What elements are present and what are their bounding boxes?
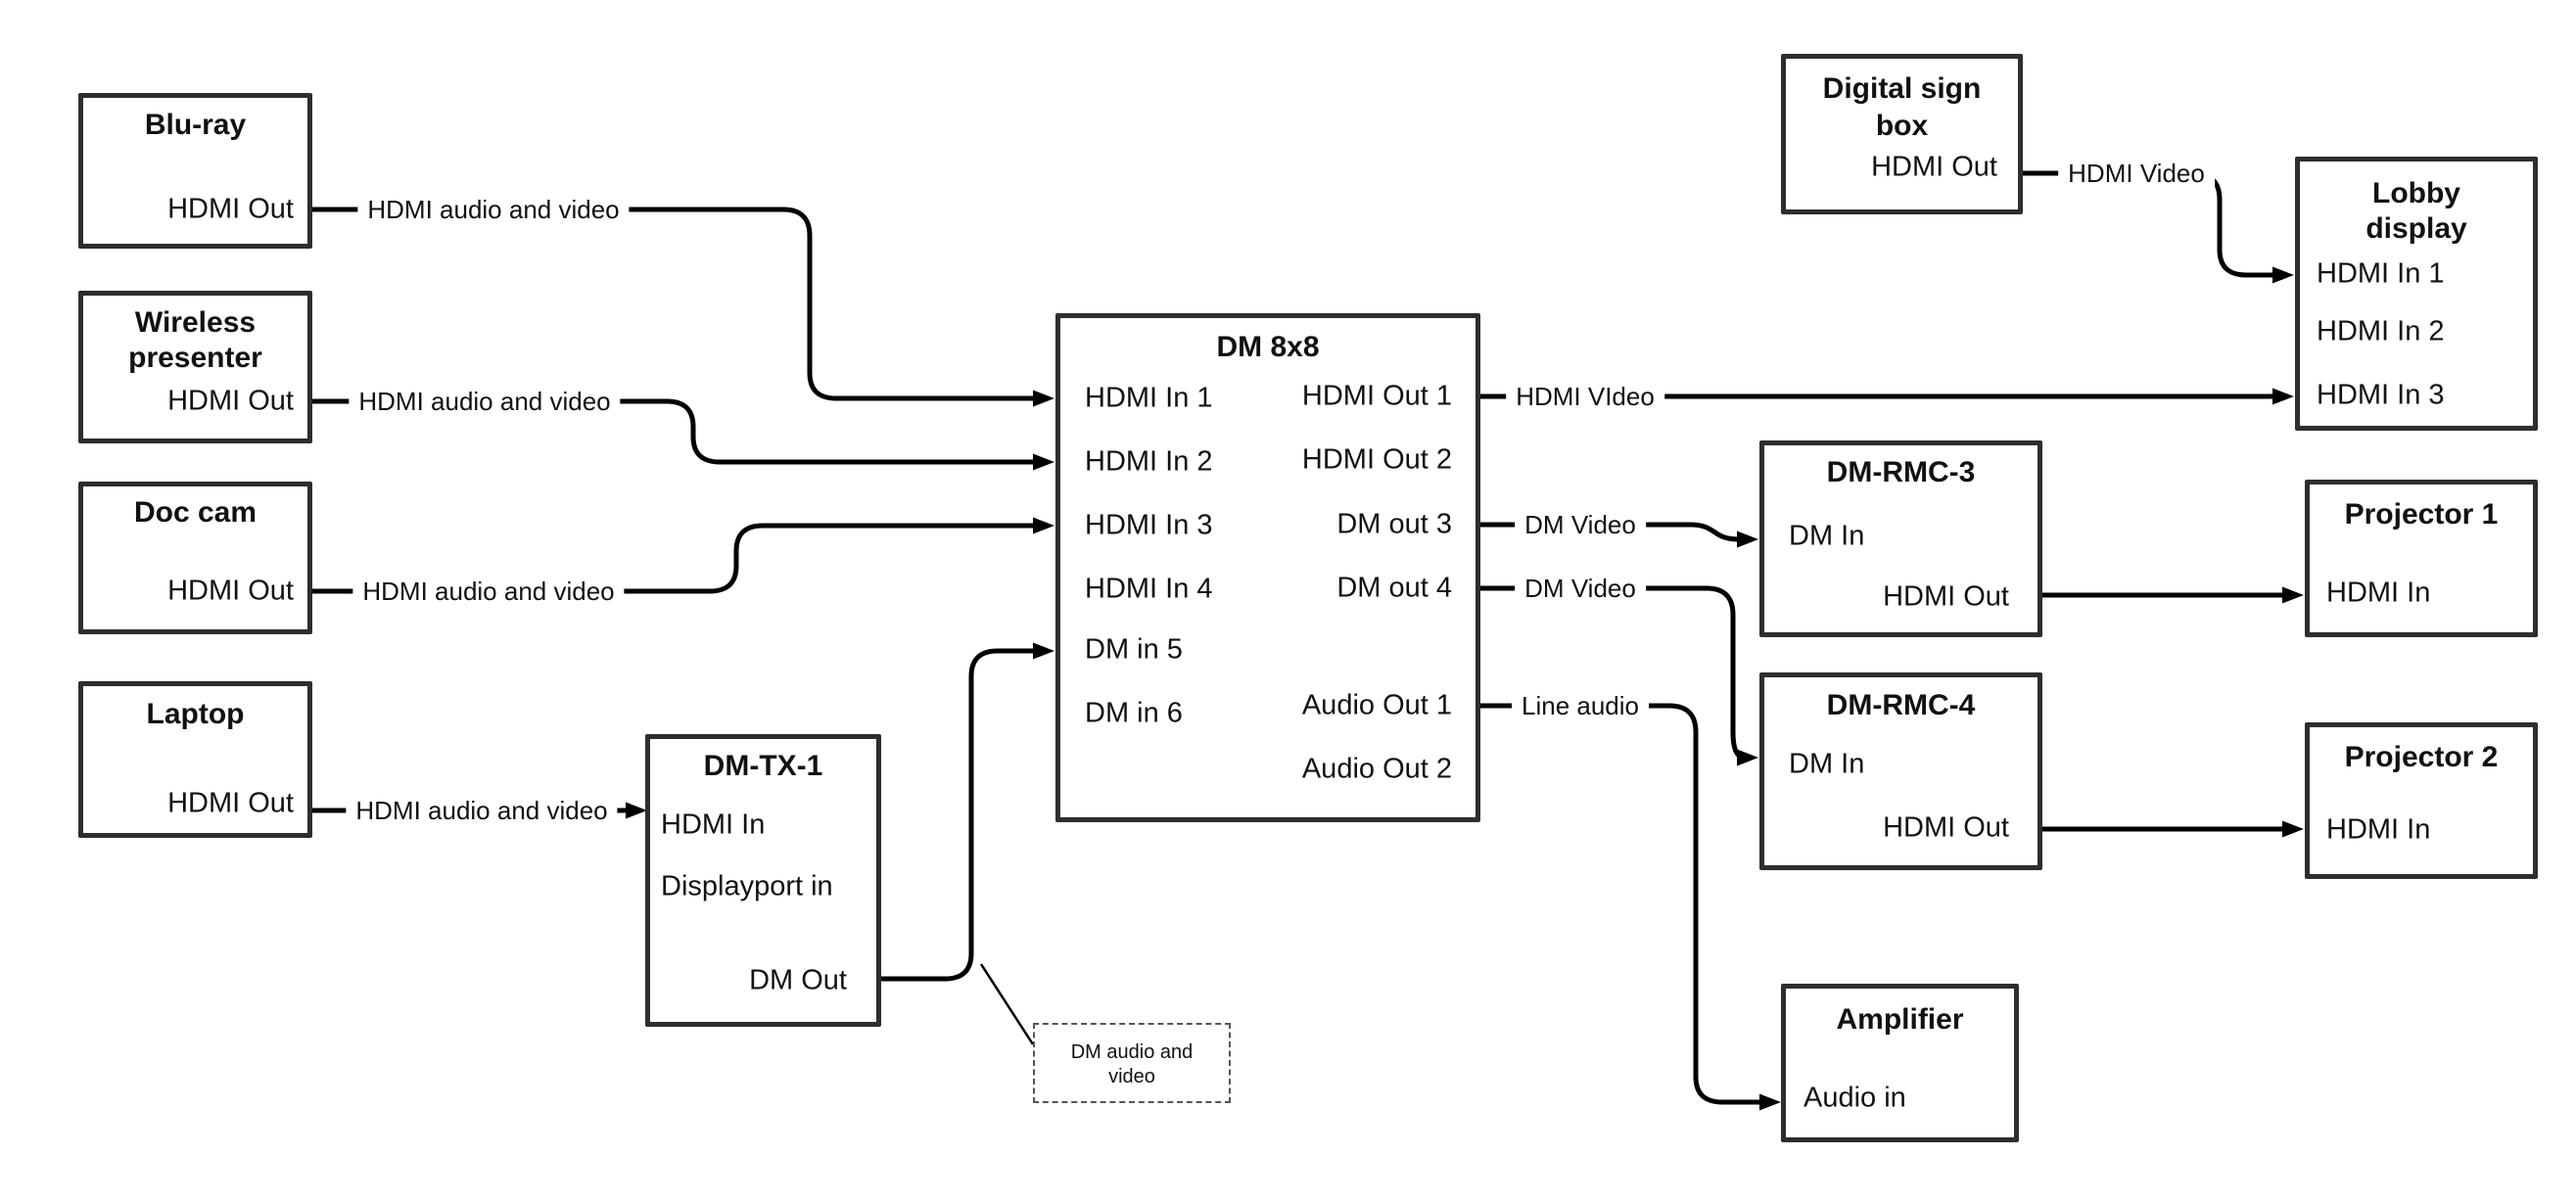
node-dm-8x8: DM 8x8 HDMI In 1 HDMI In 2 HDMI In 3 HDM… [1055,313,1480,822]
node-title: Doc cam [133,496,258,529]
node-doc-cam: Doc cam HDMI Out [78,482,312,634]
node-title: Blu-ray [144,109,247,141]
node-title: Amplifier [1836,1003,1964,1036]
port-hdmi-in-4: HDMI In 4 [1085,573,1213,605]
arrowhead-icon [1033,453,1054,471]
wire-label-audio-out1: Line audio [1512,690,1649,721]
wire-label-sign: HDMI Video [2058,158,2215,189]
port-hdmi-in: HDMI In [661,808,766,841]
port-hdmi-out-1: HDMI Out 1 [1301,380,1452,412]
wire-dm8x8-out4-to-dmrmc4 [1480,585,1746,761]
port-hdmi-out: HDMI Out [167,193,294,225]
port-dm-out-3: DM out 3 [1336,508,1452,540]
port-hdmi-out: HDMI Out [1871,151,1997,183]
port-audio-out-2: Audio Out 2 [1301,753,1452,785]
port-hdmi-out: HDMI Out [167,787,294,819]
port-hdmi-in-2: HDMI In 2 [2317,315,2445,347]
port-hdmi-out: HDMI Out [167,575,294,607]
port-hdmi-out: HDMI Out [167,385,294,417]
note-pointer-line [979,963,1035,1045]
node-digital-sign-box: Digital sign box HDMI Out [1781,54,2023,214]
node-wireless-presenter: Wireless presenter HDMI Out [78,291,312,443]
port-hdmi-out: HDMI Out [1883,811,2009,844]
wire-wireless-to-dm8x8-in2 [312,398,1038,465]
port-audio-in: Audio in [1803,1082,1906,1114]
wire-label-hdmi-out1: HDMI VIdeo [1506,381,1664,412]
arrowhead-icon [1737,531,1758,548]
port-hdmi-in: HDMI In [2326,813,2431,846]
wire-label-wireless: HDMI audio and video [349,386,621,417]
port-hdmi-out-2: HDMI Out 2 [1301,443,1452,476]
node-projector-1: Projector 1 HDMI In [2305,480,2538,637]
port-hdmi-in-2: HDMI In 2 [1085,445,1213,478]
node-dm-rmc-3: DM-RMC-3 DM In HDMI Out [1759,440,2042,637]
node-title: Lobby [2372,177,2460,209]
arrowhead-icon [1033,642,1054,660]
node-bluray: Blu-ray HDMI Out [78,93,312,249]
port-dm-in: DM In [1789,748,1865,780]
arrowhead-icon [1033,517,1054,534]
node-title: DM-TX-1 [703,750,823,782]
port-dm-out-4: DM out 4 [1336,572,1452,604]
node-projector-2: Projector 2 HDMI In [2305,722,2538,879]
wire-label-bluray: HDMI audio and video [357,194,630,225]
note-text: video [1108,1066,1155,1087]
note-text: DM audio and [1070,1041,1194,1063]
port-hdmi-in-3: HDMI In 3 [1085,509,1213,541]
arrowhead-icon [2272,388,2294,405]
node-title: Digital sign [1822,72,1982,105]
node-title: Laptop [146,698,245,730]
wire-dmtx1-to-dm8x8-in5 [881,648,1038,982]
node-title: display [2365,212,2467,245]
wire-doccam-to-dm8x8-in3 [312,523,1038,594]
node-lobby-display: Lobby display HDMI In 1 HDMI In 2 HDMI I… [2295,157,2538,431]
arrowhead-icon [1737,749,1758,766]
node-title: Projector 2 [2344,741,2499,773]
node-title: DM-RMC-4 [1826,689,1976,721]
wire-label-doccam: HDMI audio and video [352,576,625,607]
port-dm-out: DM Out [749,964,847,996]
node-title: presenter [128,342,262,374]
arrowhead-icon [2282,820,2304,838]
wire-bluray-to-dm8x8-in1 [312,207,1038,401]
port-hdmi-in-1: HDMI In 1 [1085,382,1213,414]
node-dm-tx-1: DM-TX-1 HDMI In Displayport in DM Out [645,734,881,1027]
node-laptop: Laptop HDMI Out [78,681,312,838]
node-amplifier: Amplifier Audio in [1781,984,2019,1142]
port-dm-in: DM In [1789,520,1865,552]
port-hdmi-in: HDMI In [2326,577,2431,609]
node-title: box [1875,110,1929,142]
port-displayport-in: Displayport in [661,870,833,902]
node-title: DM 8x8 [1216,331,1320,363]
node-dm-rmc-4: DM-RMC-4 DM In HDMI Out [1759,672,2042,870]
port-audio-out-1: Audio Out 1 [1301,689,1452,721]
node-title: DM-RMC-3 [1826,456,1976,488]
wire-label-dm-out4: DM Video [1515,573,1646,604]
node-title: Projector 1 [2344,498,2499,531]
wire-dm8x8-aout1-to-amplifier [1480,703,1764,1105]
arrowhead-icon [1759,1093,1781,1111]
note-dm-audio-video: DM audio and video [1033,1023,1231,1103]
arrowhead-icon [1033,390,1054,407]
arrowhead-icon [626,802,647,819]
node-title: Wireless [134,306,257,339]
wire-label-laptop: HDMI audio and video [346,795,618,826]
port-dm-in-6: DM in 6 [1085,697,1183,729]
port-dm-in-5: DM in 5 [1085,633,1183,666]
wire-label-dm-out3: DM Video [1515,509,1646,540]
port-hdmi-out: HDMI Out [1883,580,2009,613]
port-hdmi-in-1: HDMI In 1 [2317,257,2445,290]
arrowhead-icon [2272,266,2294,284]
arrowhead-icon [2282,586,2304,604]
port-hdmi-in-3: HDMI In 3 [2317,379,2445,411]
